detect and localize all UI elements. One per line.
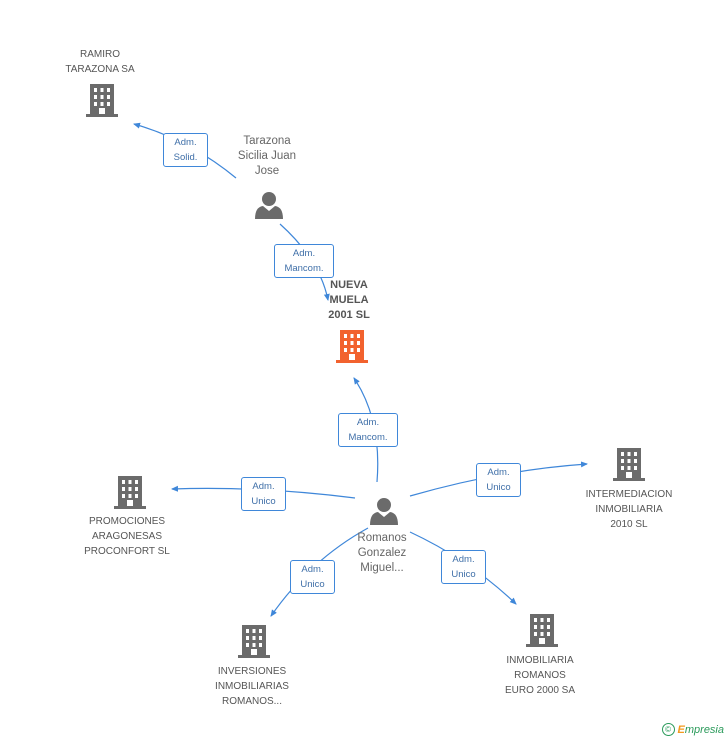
building-icon[interactable] <box>613 448 645 481</box>
node-label-promociones[interactable]: PROMOCIONES ARAGONESAS PROCONFORT SL <box>84 516 170 557</box>
node-label-romanos-gonzalez[interactable]: Romanos Gonzalez Miguel... <box>357 532 407 574</box>
building-icon[interactable] <box>336 330 368 363</box>
person-icon[interactable] <box>370 498 398 525</box>
edge-label-adm-solid: Adm. Solid. <box>163 133 208 167</box>
edge-label-adm-mancom: Adm. Mancom. <box>338 413 398 447</box>
node-label-nueva-muela[interactable]: NUEVA MUELA 2001 SL <box>328 279 370 321</box>
building-icon[interactable] <box>238 625 270 658</box>
node-label-inversiones[interactable]: INVERSIONES INMOBILIARIAS ROMANOS... <box>215 666 289 707</box>
building-icon[interactable] <box>114 476 146 509</box>
footer-brand: © Empresia <box>661 723 724 736</box>
building-icon[interactable] <box>526 614 558 647</box>
building-icon[interactable] <box>86 84 118 117</box>
person-icon[interactable] <box>255 192 283 219</box>
node-label-ramiro-tarazona[interactable]: RAMIRO TARAZONA SA <box>65 49 135 75</box>
node-label-intermediacion[interactable]: INTERMEDIACION INMOBILIARIA 2010 SL <box>585 489 673 530</box>
copyright-icon: © <box>661 723 675 736</box>
brand-logo: Empresia <box>677 723 724 736</box>
edge-label-adm-mancom: Adm. Mancom. <box>274 244 334 278</box>
edge-label-adm-unico: Adm. Unico <box>441 550 486 584</box>
edge-label-adm-unico: Adm. Unico <box>241 477 286 511</box>
node-label-inmobiliaria-romanos[interactable]: INMOBILIARIA ROMANOS EURO 2000 SA <box>504 655 576 696</box>
edge-label-adm-unico: Adm. Unico <box>476 463 521 497</box>
node-label-tarazona-sicilia[interactable]: Tarazona Sicilia Juan Jose <box>237 135 297 177</box>
edge-label-adm-unico: Adm. Unico <box>290 560 335 594</box>
